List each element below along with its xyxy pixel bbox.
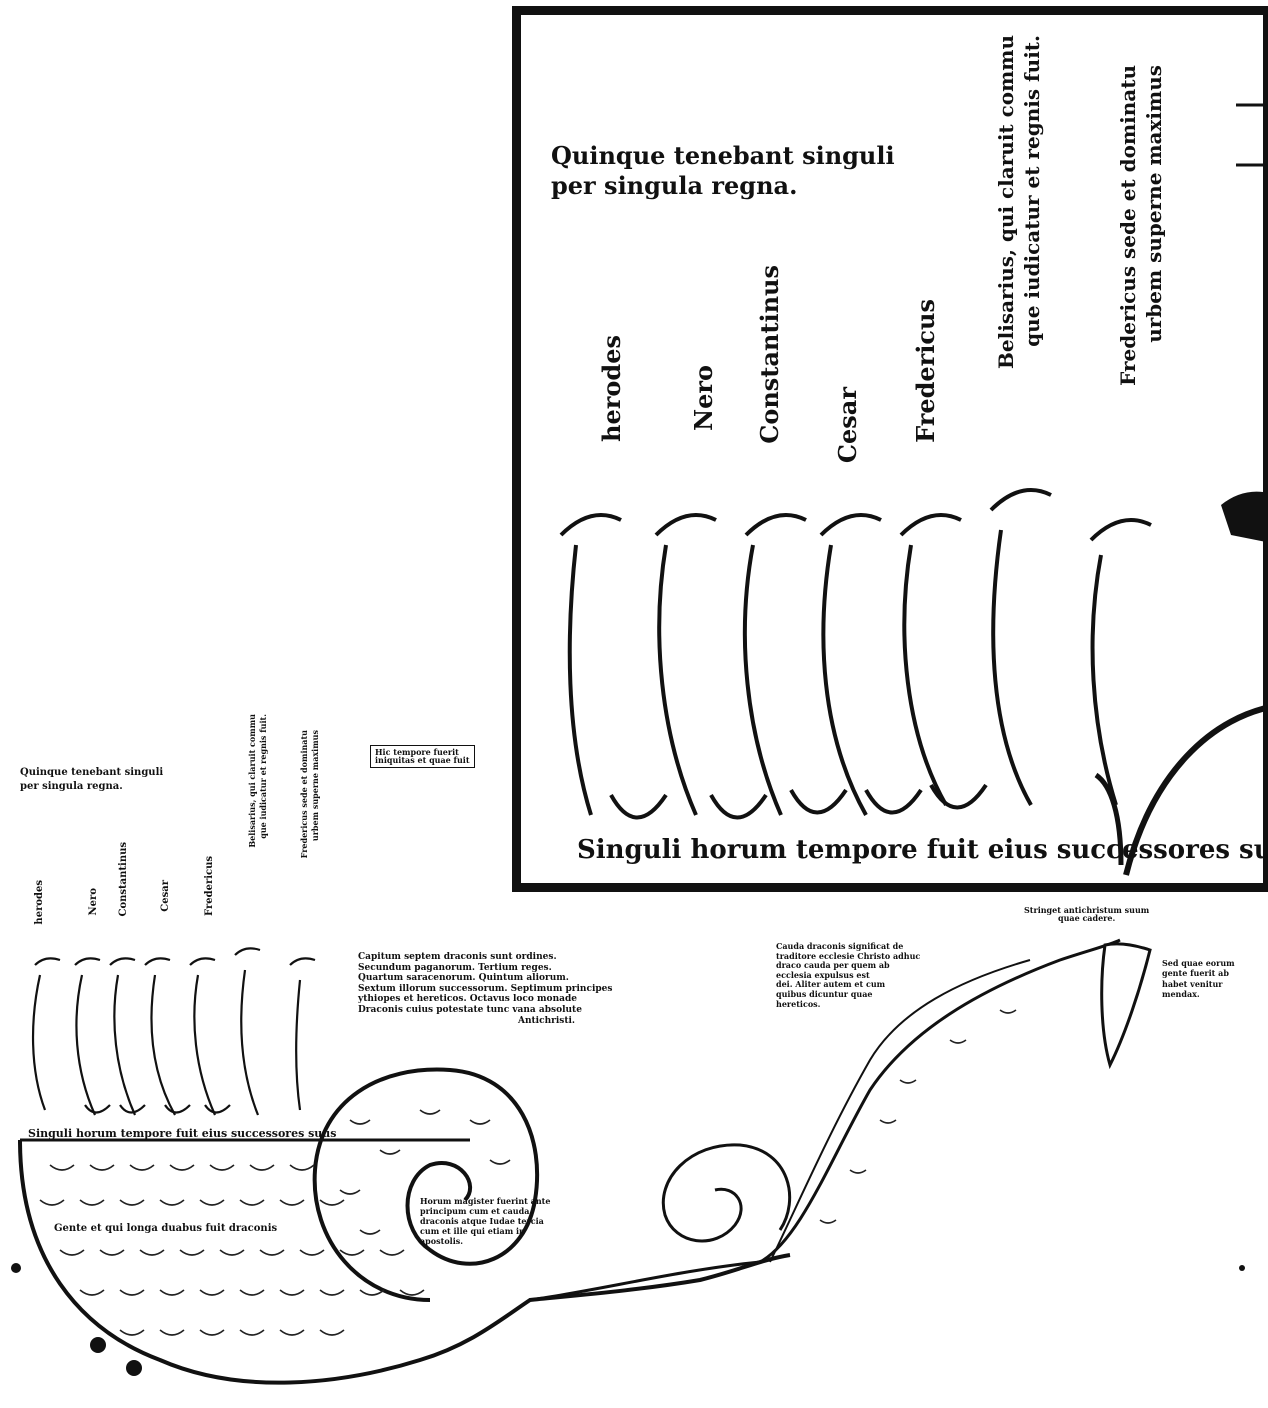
dragon-coil — [315, 1070, 537, 1300]
coil-note-line: draconis atque Iudae tercia — [420, 1216, 550, 1226]
inset-long-label: Belisarius, qui claruit commu — [995, 35, 1017, 369]
center-note-line: Antichristi. — [358, 1016, 612, 1027]
main-long-label: Fredericus sede et dominatu — [300, 730, 309, 858]
coil-note-line: Horum magister fuerint ante — [420, 1196, 550, 1206]
inset-long-label: urbem superne maximus — [1143, 65, 1165, 343]
tail-head — [1102, 944, 1150, 1065]
inset-king-label: Cesar — [835, 387, 861, 463]
inset-king-label: Fredericus — [913, 299, 939, 443]
center-note-line: ythiopes et hereticos. Octavus loco mona… — [358, 994, 612, 1005]
inset-king-label: Nero — [691, 365, 717, 431]
main-king-label: Constantinus — [118, 842, 129, 917]
far-right-note: Sed quae eorum gente fuerit ab habet ven… — [1162, 958, 1235, 1000]
right-note: Cauda draconis significat de traditore e… — [776, 942, 920, 1009]
right-note-line: hereticos. — [776, 1000, 920, 1010]
center-note-line: Quartum saracenorum. Quintum aliorum. — [358, 973, 612, 984]
coil-note-line: cum et ille qui etiam in — [420, 1226, 550, 1236]
center-note-line: Capitum septem draconis sunt ordines. — [358, 952, 612, 963]
inset-base-caption: Singuli horum tempore fuit eius successo… — [577, 837, 1268, 864]
boxed-note-line: iniquitas et quae fuit — [375, 756, 470, 764]
main-boxed-note: Hic tempore fuerit iniquitas et quae fui… — [370, 745, 475, 768]
dragon-body — [20, 1140, 790, 1383]
far-right-note-line: habet venitur — [1162, 979, 1235, 989]
coil-note: Horum magister fuerint ante principum cu… — [420, 1196, 550, 1246]
center-note-line: Draconis cuius potestate tunc vana absol… — [358, 1005, 612, 1016]
inset-king-label: herodes — [599, 335, 625, 442]
main-heading-line-1: Quinque tenebant singuli — [20, 768, 163, 779]
far-right-note-line: Sed quae eorum — [1162, 958, 1235, 968]
inset-long-label: Fredericus sede et dominatu — [1117, 65, 1139, 386]
far-right-note-line: mendax. — [1162, 989, 1235, 999]
far-right-note-line: gente fuerit ab — [1162, 968, 1235, 978]
top-right-note: Stringet antichristum suum quae cadere. — [1024, 906, 1149, 923]
coil-note-line: principum cum et cauda — [420, 1206, 550, 1216]
top-right-note-line: quae cadere. — [1024, 914, 1149, 922]
center-note: Capitum septem draconis sunt ordines. Se… — [358, 952, 612, 1026]
body-note: Gente et qui longa duabus fuit draconis — [54, 1224, 277, 1235]
center-note-line: Secundum paganorum. Tertium reges. — [358, 963, 612, 974]
main-king-label: Nero — [88, 888, 99, 915]
main-king-label: Cesar — [160, 880, 171, 912]
dragon-heads — [33, 948, 315, 1115]
main-base-caption: Singuli horum tempore fuit eius successo… — [28, 1128, 336, 1140]
inset-long-label: que iudicatur et regnis fuit. — [1021, 35, 1043, 347]
main-king-label: Fredericus — [204, 856, 215, 916]
detail-inset: Quinque tenebant singuli per singula reg… — [512, 6, 1268, 892]
main-long-label: Belisarius, qui claruit commu — [248, 714, 257, 848]
inset-heading-line-1: Quinque tenebant singuli — [551, 143, 895, 168]
main-heading-line-2: per singula regna. — [20, 782, 123, 793]
inset-heading-line-2: per singula regna. — [551, 173, 797, 198]
main-long-label: que iudicatur et regnis fuit. — [259, 714, 268, 839]
main-king-label: herodes — [34, 880, 45, 925]
center-note-line: Sextum illorum successorum. Septimum pri… — [358, 984, 612, 995]
inset-king-label: Constantinus — [757, 265, 783, 444]
main-long-label: urbem superne maximus — [311, 730, 320, 841]
coil-note-line: apostolis. — [420, 1236, 550, 1246]
tail-curl — [663, 1145, 789, 1241]
